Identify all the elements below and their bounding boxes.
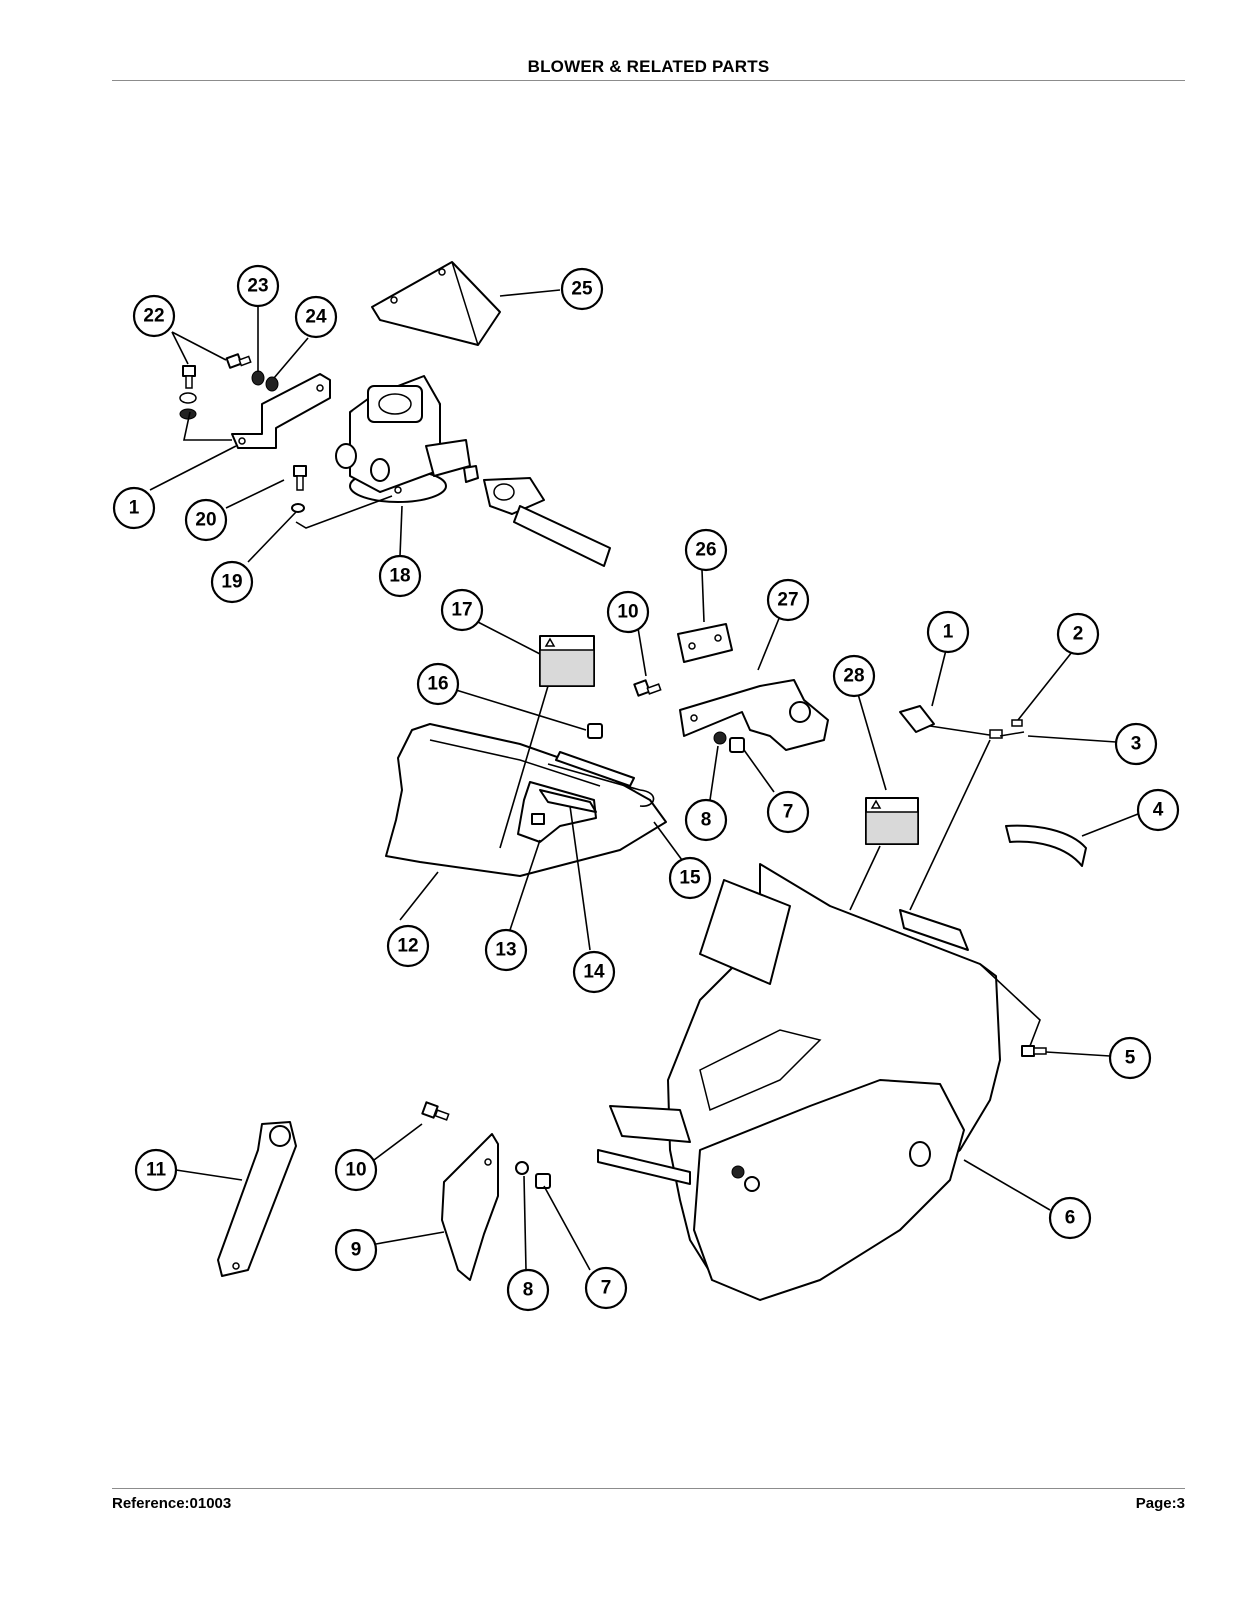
callout-label: 15 [679,868,701,889]
callout-label: 26 [695,540,716,561]
callout-22: 22 [132,294,176,338]
bolt-13-part [531,813,545,825]
callout-label: 18 [389,566,410,587]
callout-8-top: 8 [684,798,728,842]
callout-1-top: 1 [112,486,156,530]
bolt-10-top-part [633,679,662,697]
callout-18: 18 [378,554,422,598]
nut-7-top-part [729,737,745,753]
deflector-plate-part [517,781,597,843]
washer-19-part [291,503,305,513]
blower-housing-6-part [597,863,1001,1301]
callout-9: 9 [334,1228,378,1272]
callout-label: 5 [1125,1048,1136,1069]
cable-1-part [899,705,1003,739]
callout-label: 14 [583,962,605,983]
callout-label: 1 [129,498,140,519]
page-title: BLOWER & RELATED PARTS [527,57,770,76]
page-header: BLOWER & RELATED PARTS [112,56,1185,81]
bracket-27-part [679,679,829,751]
callout-12: 12 [386,924,430,968]
callout-13: 13 [484,928,528,972]
callout-25: 25 [560,267,604,311]
callout-label: 20 [195,510,216,531]
gearbox-bracket-part [231,373,331,449]
callout-6: 6 [1048,1196,1092,1240]
callout-label: 10 [345,1160,366,1181]
callout-2: 2 [1056,612,1100,656]
callout-10-bottom: 10 [334,1148,378,1192]
callout-label: 17 [451,600,472,621]
shield-plate-part [371,261,501,346]
callout-4: 4 [1136,788,1180,832]
page-number: Page:3 [1135,1495,1185,1512]
callout-label: 6 [1065,1208,1076,1229]
callout-1-right: 1 [926,610,970,654]
callout-10-top: 10 [606,590,650,634]
decal-28-part [865,797,919,845]
bolt-22-part [182,353,252,389]
hook-rod-15-part [547,751,655,807]
washer-8-top-part [713,731,727,745]
callout-14: 14 [572,950,616,994]
leader-lines [149,289,1139,1271]
callout-7-bottom: 7 [584,1266,628,1310]
decal-17-part [539,635,595,687]
bolt-20-part [293,465,307,491]
washer-8-bottom-part [515,1161,529,1175]
callout-label: 1 [943,622,954,643]
ferrule-2-part [1011,719,1023,727]
callout-23: 23 [236,264,280,308]
callout-label: 27 [777,590,798,611]
bolt-5-part [1021,1045,1047,1057]
callout-label: 23 [247,276,268,297]
bolt-10-bottom-part [421,1101,450,1121]
callout-3: 3 [1114,722,1158,766]
arm-11-part [217,1121,297,1277]
callout-label: 4 [1153,800,1164,821]
plate-26-part [677,623,733,663]
callout-label: 24 [305,307,327,328]
callout-label: 9 [351,1240,362,1261]
callout-16: 16 [416,662,460,706]
callout-11: 11 [134,1148,178,1192]
callout-8-bottom: 8 [506,1268,550,1312]
reference-number: Reference:01003 [112,1495,232,1512]
bracket-9-part [441,1133,499,1281]
callout-26: 26 [684,528,728,572]
gearbox-part [335,375,471,503]
callout-label: 11 [146,1160,167,1181]
callout-label: 8 [701,810,712,831]
callout-label: 25 [571,279,593,300]
callout-label: 13 [495,940,516,961]
callout-label: 2 [1073,624,1084,645]
callout-20: 20 [184,498,228,542]
callout-5: 5 [1108,1036,1152,1080]
callout-19: 19 [210,560,254,604]
callout-17: 17 [440,588,484,632]
callout-28: 28 [832,654,876,698]
callout-label: 7 [783,802,794,823]
slot-plate-14-part [539,789,597,813]
callout-15: 15 [668,856,712,900]
page-footer: Reference:01003 Page:3 [112,1488,1185,1515]
strip-4-part [1005,824,1087,867]
callout-label: 10 [617,602,638,623]
callout-27: 27 [766,578,810,622]
callout-label: 7 [601,1278,612,1299]
callout-label: 28 [843,666,864,687]
callout-label: 16 [427,674,448,695]
nut-7-bottom-part [535,1173,551,1189]
clip-3-part [999,731,1025,737]
drive-shaft-part [463,465,611,567]
nut-16-part [587,723,603,739]
callout-label: 8 [523,1280,534,1301]
callout-label: 12 [397,936,418,957]
callout-24: 24 [294,295,338,339]
callout-label: 22 [143,306,164,327]
callout-label: 19 [221,572,242,593]
callout-label: 3 [1131,734,1142,755]
callout-7-top: 7 [766,790,810,834]
